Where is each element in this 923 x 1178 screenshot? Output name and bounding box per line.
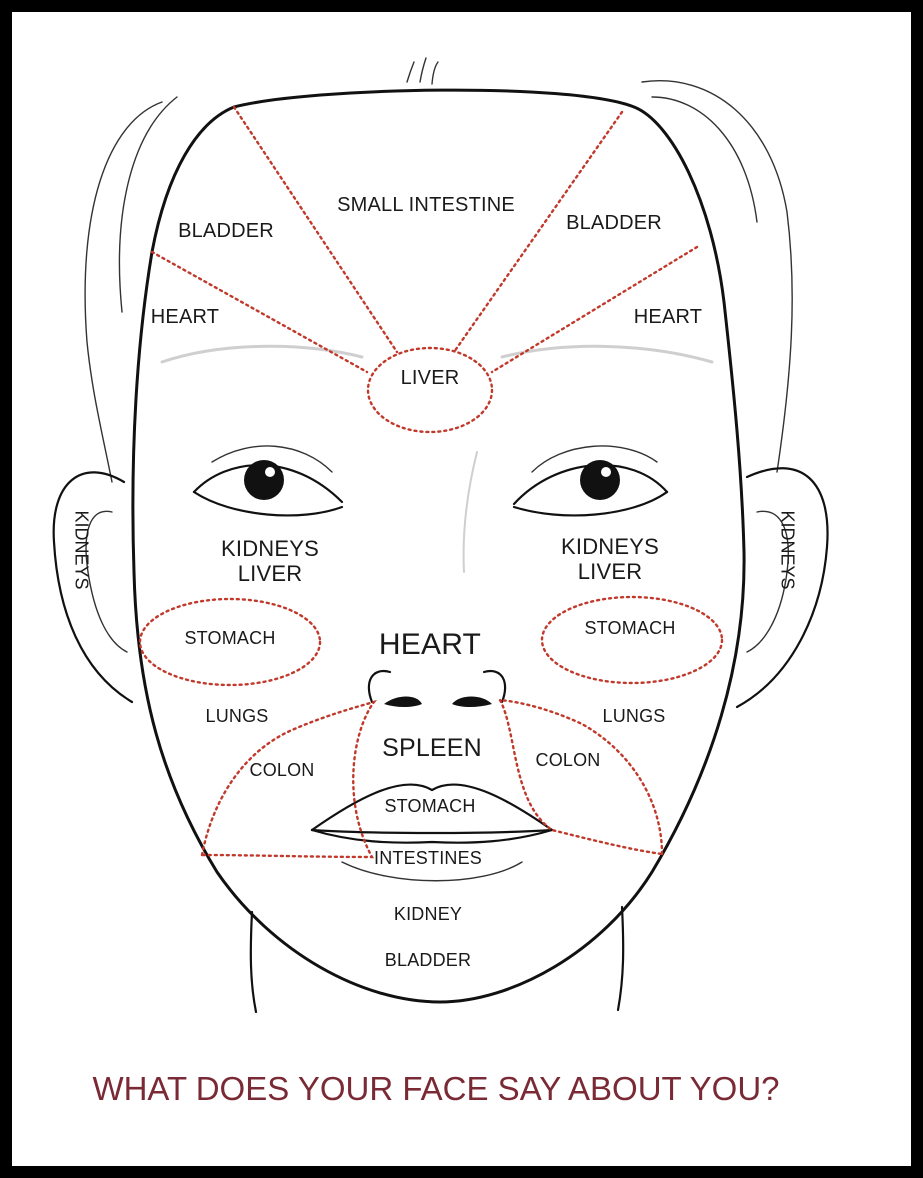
label-lungs-right: LUNGS — [602, 706, 666, 726]
label-kidneys-right: KIDNEYS — [561, 534, 659, 559]
label-group-left-cheek: KIDNEYS LIVER — [221, 536, 319, 586]
neck-right — [616, 905, 625, 1012]
nose — [367, 669, 507, 707]
label-spleen: SPLEEN — [382, 734, 482, 762]
label-kidneys-left: KIDNEYS — [221, 536, 319, 561]
label-kidneys-ear-right: KIDNEYS — [777, 510, 798, 590]
stomach-zone-right — [540, 595, 724, 685]
label-liver-left: LIVER — [237, 561, 303, 586]
ear-right-inner — [746, 510, 789, 653]
label-kidney-chin: KIDNEY — [393, 904, 463, 924]
label-liver-center: LIVER — [400, 367, 460, 389]
label-group-right-cheek: KIDNEYS LIVER — [561, 534, 659, 584]
diagram-frame: SMALL INTESTINE BLADDER BLADDER HEART HE… — [12, 12, 911, 1166]
label-heart-nose: HEART — [378, 628, 482, 661]
hair-tuft — [406, 57, 439, 85]
label-colon-right: COLON — [535, 750, 601, 770]
label-liver-right: LIVER — [577, 559, 643, 584]
mouth — [310, 783, 554, 882]
label-small-intestine: SMALL INTESTINE — [337, 194, 515, 216]
ear-left-inner — [85, 510, 128, 653]
label-bladder-left: BLADDER — [178, 220, 274, 242]
label-colon-left: COLON — [249, 760, 315, 780]
label-heart-right: HEART — [633, 306, 703, 328]
nose-bridge — [462, 451, 478, 573]
label-bladder-right: BLADDER — [566, 212, 662, 234]
eye-right — [512, 445, 669, 517]
hair-left-inner — [118, 96, 178, 313]
eye-left — [192, 445, 344, 517]
zone-lines — [138, 105, 724, 859]
ear-right — [735, 467, 829, 709]
ear-left — [52, 471, 134, 704]
label-bladder-chin: BLADDER — [384, 950, 472, 970]
label-stomach-mouth: STOMACH — [384, 796, 476, 816]
diagram-caption: WHAT DOES YOUR FACE SAY ABOUT YOU? — [92, 1070, 780, 1107]
label-heart-left: HEART — [150, 306, 220, 328]
label-stomach-right: STOMACH — [584, 618, 676, 638]
label-kidneys-ear-left: KIDNEYS — [71, 510, 92, 590]
hair-right-inner — [651, 96, 758, 223]
liver-zone — [366, 346, 494, 434]
label-lungs-left: LUNGS — [205, 706, 269, 726]
eyebrow-right — [500, 344, 714, 364]
face-outline — [131, 88, 746, 1004]
neck-left — [249, 910, 258, 1014]
hair-right-outline — [641, 80, 793, 473]
label-stomach-left: STOMACH — [184, 628, 276, 648]
eyebrow-left — [160, 344, 364, 364]
label-intestines: INTESTINES — [373, 848, 483, 868]
stomach-zone-left — [138, 597, 322, 687]
face-diagram — [52, 57, 829, 1014]
hair-left-outline — [84, 101, 163, 483]
